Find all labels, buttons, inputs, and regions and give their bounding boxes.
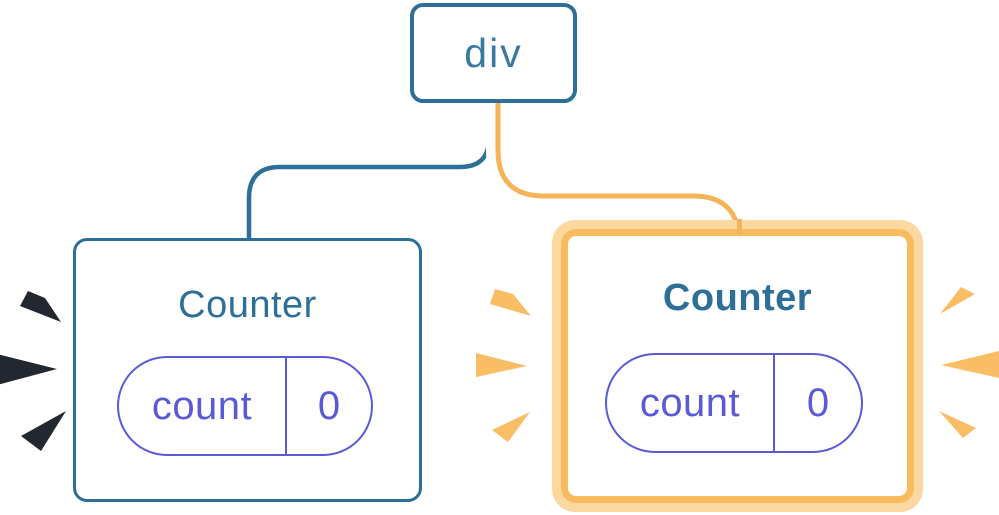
edge-segment-through-ring [737, 219, 742, 234]
state-key-label: count [151, 383, 253, 428]
right-counter-card-inner: Counter count 0 [561, 229, 914, 503]
state-key-cell: count [607, 355, 775, 451]
tree-node-div: div [410, 3, 577, 103]
state-key-label: count [639, 380, 741, 425]
burst-icon [476, 353, 527, 377]
state-value-label: 0 [806, 380, 830, 425]
burst-icon [20, 291, 61, 322]
right-counter-title: Counter [662, 277, 813, 319]
edge-div-to-left-counter [246, 101, 492, 242]
state-key-cell: count [119, 358, 287, 454]
burst-icon [490, 289, 531, 316]
left-counter-title: Counter [178, 284, 317, 326]
right-counter-burst-icons-right [939, 287, 999, 438]
state-value-cell: 0 [287, 358, 371, 454]
burst-icon [941, 351, 999, 378]
state-value-cell: 0 [775, 355, 861, 451]
tree-node-div-label: div [464, 29, 523, 76]
burst-icon [0, 354, 57, 385]
burst-icon [21, 411, 66, 451]
state-value-label: 0 [317, 383, 341, 428]
left-counter-card: Counter count 0 [73, 238, 422, 502]
left-counter-state-pill: count 0 [117, 356, 373, 456]
burst-icon [492, 412, 530, 442]
right-counter-card-highlighted: Counter count 0 [552, 220, 923, 512]
burst-icon [940, 287, 975, 314]
left-counter-burst-icons [0, 291, 66, 451]
right-counter-state-pill: count 0 [605, 353, 863, 453]
burst-icon [939, 411, 976, 438]
right-counter-burst-icons-left [476, 289, 531, 442]
